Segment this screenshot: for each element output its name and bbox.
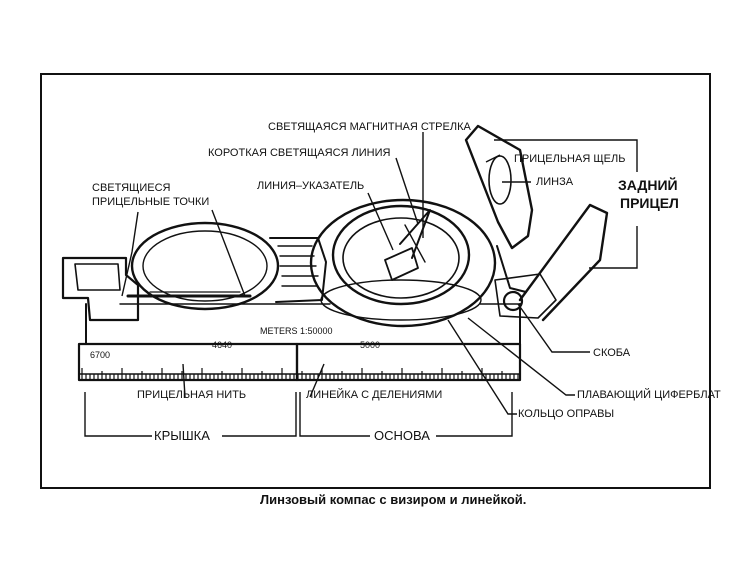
- lens-icon: [488, 155, 512, 205]
- section-cover: КРЫШКА: [154, 428, 210, 443]
- compass-body: [61, 124, 609, 382]
- dial-center: [384, 247, 419, 281]
- magnetic-needle: [399, 209, 431, 259]
- floating-dial: [342, 217, 460, 299]
- ruler-mark-base: 5000: [360, 340, 380, 350]
- cover-ring: [130, 221, 280, 311]
- bezel-ring: [331, 204, 471, 306]
- ruler-mark-meters: METERS: [260, 326, 298, 336]
- section-base: ОСНОВА: [374, 428, 430, 443]
- label-lens: ЛИНЗА: [536, 176, 574, 188]
- leader-lines: [84, 132, 638, 437]
- lens-holder: [464, 124, 534, 250]
- rear-sight-bracket: [518, 203, 609, 322]
- label-bracket: СКОБА: [593, 347, 631, 359]
- ruler-graduations: [81, 368, 519, 380]
- label-sight-dots-line2: ПРИЦЕЛЬНЫЕ ТОЧКИ: [92, 196, 210, 208]
- label-rear-sight-line2: ПРИЦЕЛ: [620, 195, 679, 211]
- label-sight-dots-line1: СВЕТЯЩИЕСЯ: [92, 182, 171, 194]
- label-sighting-slot: ПРИЦЕЛЬНАЯ ЩЕЛЬ: [514, 153, 626, 165]
- label-floating-dial: ПЛАВАЮЩИЙ ЦИФЕРБЛАТ: [577, 389, 721, 401]
- label-rear-sight-line1: ЗАДНИЙ: [618, 177, 678, 193]
- label-sighting-wire: ПРИЦЕЛЬНАЯ НИТЬ: [137, 389, 247, 401]
- ruler-mark-scale: 1:50000: [300, 326, 333, 336]
- figure-caption: Линзовый компас с визиром и линейкой.: [260, 492, 527, 507]
- label-scale-ruler: ЛИНЕЙКА С ДЕЛЕНИЯМИ: [306, 389, 443, 401]
- diagram-frame: [40, 73, 711, 489]
- label-luminous-needle: СВЕТЯЩАЯСЯ МАГНИТНАЯ СТРЕЛКА: [268, 121, 471, 133]
- base-ruler: [295, 342, 522, 382]
- ruler-mark-cover-left: 6700: [90, 350, 110, 360]
- label-bezel-ring: КОЛЬЦО ОПРАВЫ: [518, 408, 615, 420]
- ruler-mark-cover-small: 4640: [212, 340, 232, 350]
- label-short-luminous-line: КОРОТКАЯ СВЕТЯЩАЯСЯ ЛИНИЯ: [208, 147, 391, 159]
- compass-housing: [309, 198, 497, 328]
- label-index-line: ЛИНИЯ–УКАЗАТЕЛЬ: [257, 180, 365, 192]
- cover-tab: [61, 256, 140, 322]
